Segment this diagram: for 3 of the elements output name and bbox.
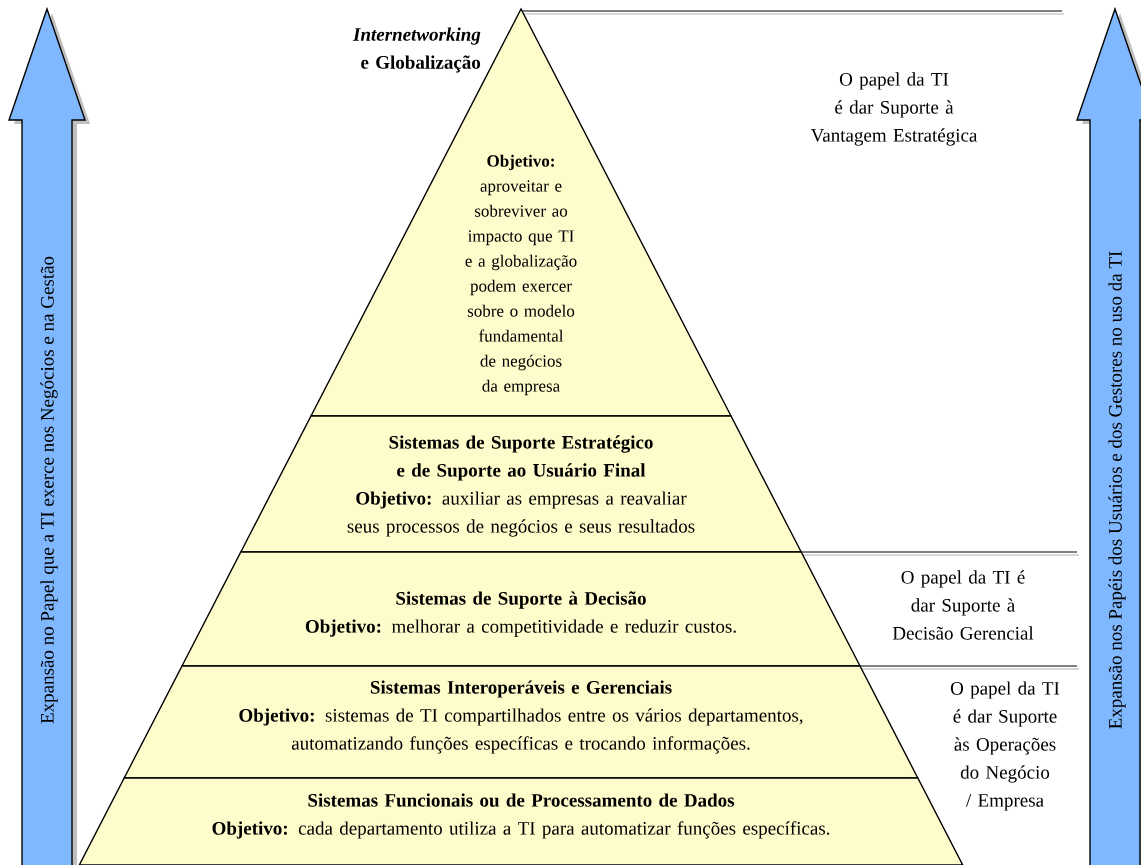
pyramid-tier: Sistemas Interoperáveis e Gerenciais Objetivo: sistemas de TI compartilhados entre os vários departamentos, automatizando funções específicas e trocando informações. [123, 665, 919, 779]
role-note: O papel da TI é dar Suporte à Vantagem Estratégica [810, 72, 978, 146]
role-note: O papel da TI é dar Suporte à Decisão Gerencial [892, 570, 1034, 640]
